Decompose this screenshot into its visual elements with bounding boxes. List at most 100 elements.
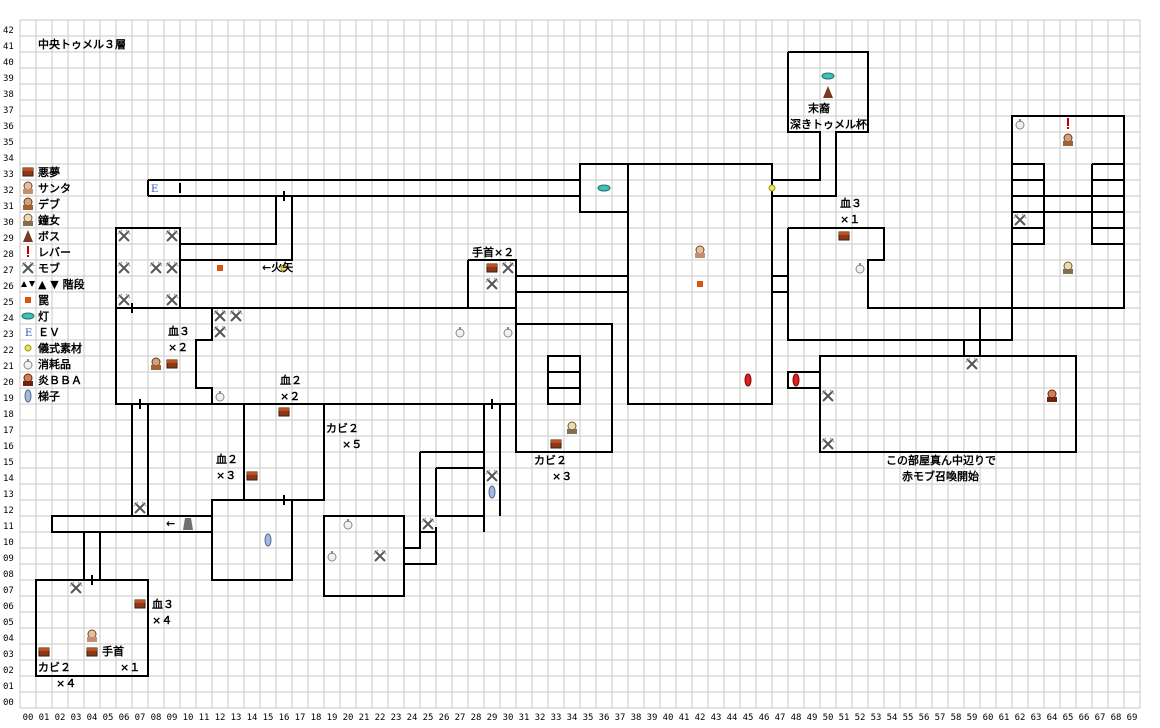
fat-icon	[1063, 133, 1073, 146]
mob-icon	[485, 277, 499, 290]
bell-woman-icon	[567, 421, 577, 434]
x-tick: 63	[1031, 713, 1042, 723]
kabi2-a-count: ×５	[342, 438, 362, 451]
y-tick: 20	[3, 378, 14, 388]
x-tick: 38	[631, 713, 642, 723]
y-tick: 08	[3, 570, 14, 580]
kabi2-c-count: ×４	[56, 677, 76, 690]
ev-marker: E	[151, 184, 158, 195]
stairs-icon	[21, 281, 35, 287]
legend-label: デブ	[38, 197, 60, 211]
legend-label: ＥＶ	[38, 326, 60, 339]
chest-icon	[838, 231, 850, 241]
legend-label: 灯	[38, 309, 49, 323]
x-tick: 35	[583, 713, 594, 723]
x-tick: 12	[215, 713, 226, 723]
x-tick: 10	[183, 713, 194, 723]
x-tick: 46	[759, 713, 770, 723]
legend-label: 梯子	[38, 389, 60, 403]
legend-label: サンタ	[38, 182, 71, 195]
x-tick: 25	[423, 713, 434, 723]
y-tick: 16	[3, 442, 14, 452]
santa-icon	[695, 245, 705, 258]
ritual-icon	[280, 264, 288, 272]
room-note-line1: この部屋真ん中辺りで	[886, 453, 996, 467]
y-tick: 28	[3, 250, 14, 260]
lamp-icon	[21, 312, 35, 320]
mob-icon	[165, 229, 179, 242]
y-tick: 26	[3, 282, 14, 292]
y-tick: 17	[3, 426, 14, 436]
x-tick: 60	[983, 713, 994, 723]
x-tick: 48	[791, 713, 802, 723]
y-tick: 09	[3, 554, 14, 564]
chest-icon	[550, 439, 562, 449]
mob-icon	[165, 293, 179, 306]
mob-icon	[21, 261, 35, 274]
x-tick: 56	[919, 713, 930, 723]
x-tick: 33	[551, 713, 562, 723]
y-tick: 32	[3, 186, 14, 196]
legend-label: モブ	[38, 261, 60, 275]
blood3-c-label: 血３	[152, 597, 174, 611]
x-tick: 13	[231, 713, 242, 723]
x-tick: 50	[823, 713, 834, 723]
y-tick: 30	[3, 218, 14, 228]
x-tick: 11	[199, 713, 210, 723]
x-tick: 43	[711, 713, 722, 723]
blood3-b-count: ×１	[840, 213, 860, 226]
y-tick: 40	[3, 58, 14, 68]
mob-icon	[1013, 213, 1027, 226]
mob-icon	[501, 261, 515, 274]
x-tick: 26	[439, 713, 450, 723]
x-tick: 17	[295, 713, 306, 723]
lamp-icon	[597, 184, 611, 192]
x-tick: 28	[471, 713, 482, 723]
kabi2-c-label: カビ２	[38, 660, 71, 674]
y-tick: 01	[3, 682, 14, 692]
x-tick: 05	[103, 713, 114, 723]
x-tick: 68	[1111, 713, 1122, 723]
x-tick: 07	[135, 713, 146, 723]
consumable-icon	[1015, 119, 1025, 130]
mob-icon	[165, 261, 179, 274]
chest-icon	[246, 471, 258, 481]
elevator-icon: E	[25, 328, 32, 339]
chest-icon	[38, 647, 50, 657]
y-tick: 07	[3, 586, 14, 596]
x-tick: 08	[151, 713, 162, 723]
legend-label: 儀式素材	[37, 341, 82, 355]
mob-icon	[373, 549, 387, 562]
x-tick: 62	[1015, 713, 1026, 723]
chest-icon	[278, 407, 290, 417]
blood2-a-count: ×２	[280, 390, 300, 403]
x-tick: 42	[695, 713, 706, 723]
ritual-icon	[24, 344, 32, 352]
chest-icon	[22, 167, 34, 177]
room-note-line2: 赤モブ召喚開始	[902, 469, 979, 483]
red-crystal-icon	[744, 373, 752, 387]
x-tick: 16	[279, 713, 290, 723]
x-tick: 47	[775, 713, 786, 723]
bell-woman-icon	[1063, 261, 1073, 274]
y-tick: 04	[3, 634, 14, 644]
x-tick: 31	[519, 713, 530, 723]
x-tick: 59	[967, 713, 978, 723]
x-tick: 39	[647, 713, 658, 723]
annotations: 中央トゥメル３層 末裔 深きトゥメル杯 ←火矢 手首×２ 血３ ×２ 血２ ×２…	[38, 37, 996, 690]
santa-icon	[87, 629, 97, 642]
statue-icon	[183, 518, 193, 530]
x-tick: 18	[311, 713, 322, 723]
y-tick: 37	[3, 106, 14, 116]
legend-label: 罠	[38, 294, 49, 307]
chest-icon	[166, 359, 178, 369]
kabi2-b-label: カビ２	[534, 453, 567, 467]
arrow-left-label: ←	[166, 517, 175, 530]
lever-icon	[1067, 118, 1069, 129]
legend-label: 鐘女	[38, 213, 60, 227]
y-tick: 34	[3, 154, 14, 164]
mob-icon	[213, 325, 227, 338]
x-tick: 67	[1095, 713, 1106, 723]
fire-bba-icon	[23, 373, 33, 386]
